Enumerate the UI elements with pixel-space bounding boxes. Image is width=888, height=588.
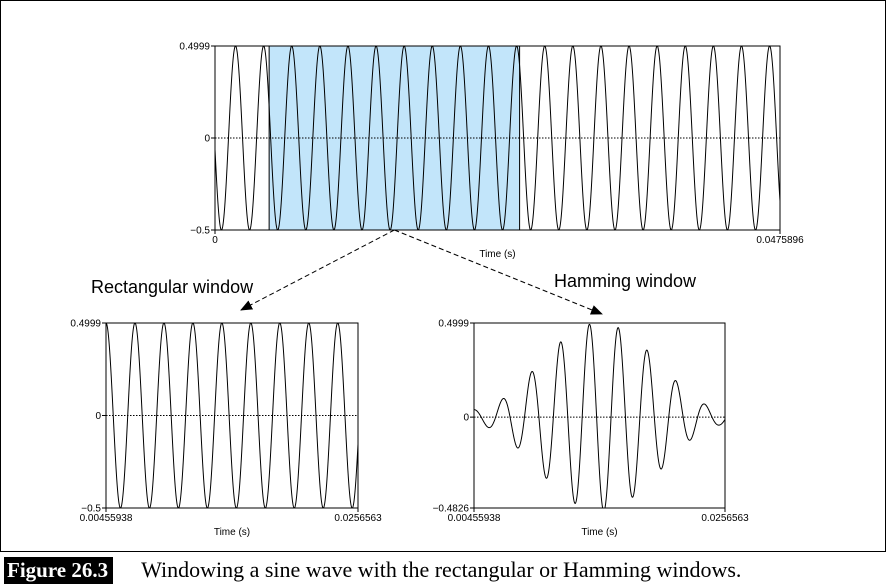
- y-tick-label: 0: [204, 133, 210, 144]
- x-axis-label: Time (s): [479, 249, 515, 260]
- arrow-to-hamming: [394, 229, 603, 315]
- caption-text: Windowing a sine wave with the rectangul…: [141, 557, 742, 582]
- x-tick-label: 0.0475896: [756, 235, 804, 246]
- figure-number-label: Figure 26.3: [4, 556, 114, 584]
- y-tick-label: 0: [95, 411, 101, 422]
- x-tick-label: 0.00455938: [80, 513, 133, 524]
- y-tick-label: 0: [463, 413, 469, 424]
- x-axis-label: Time (s): [581, 527, 617, 538]
- x-tick-label: 0.0256563: [334, 513, 382, 524]
- x-tick-label: 0.00455938: [448, 513, 501, 524]
- rectangular-window-chart: 0.4999 0 −0.5 0.00455938 0.0256563 Time …: [70, 319, 382, 539]
- hamming-window-chart: 0.4999 0 −0.4826 0.00455938 0.0256563 Ti…: [433, 319, 750, 539]
- sine-wave-series: [214, 45, 781, 231]
- y-tick-label: −0.5: [190, 226, 210, 237]
- y-tick-label: 0.4999: [179, 42, 210, 53]
- figure-caption: Figure 26.3 Windowing a sine wave with t…: [4, 555, 741, 585]
- rectangular-windowed-series: [105, 322, 359, 509]
- y-tick-label: −0.5: [81, 504, 101, 515]
- hamming-windowed-series: [474, 323, 726, 509]
- plot-frame: [473, 322, 726, 509]
- x-axis-label: Time (s): [214, 527, 250, 538]
- arrow-to-rectangular: [240, 229, 395, 311]
- y-tick-label: 0.4999: [438, 319, 469, 330]
- y-tick-label: −0.4826: [433, 504, 470, 515]
- y-tick-label: 0.4999: [70, 319, 101, 330]
- rectangular-window-label: Rectangular window: [91, 277, 254, 297]
- full-signal-chart: 0.4999 0 −0.5 0 0.0475896 Time (s): [179, 42, 804, 261]
- hamming-window-label: Hamming window: [554, 271, 697, 291]
- figure-frame: 0.4999 0 −0.5 0 0.0475896 Time (s) 0.499…: [0, 0, 886, 552]
- x-tick-label: 0: [212, 235, 218, 246]
- figure-canvas: 0.4999 0 −0.5 0 0.0475896 Time (s) 0.499…: [70, 42, 804, 539]
- x-tick-label: 0.0256563: [701, 513, 749, 524]
